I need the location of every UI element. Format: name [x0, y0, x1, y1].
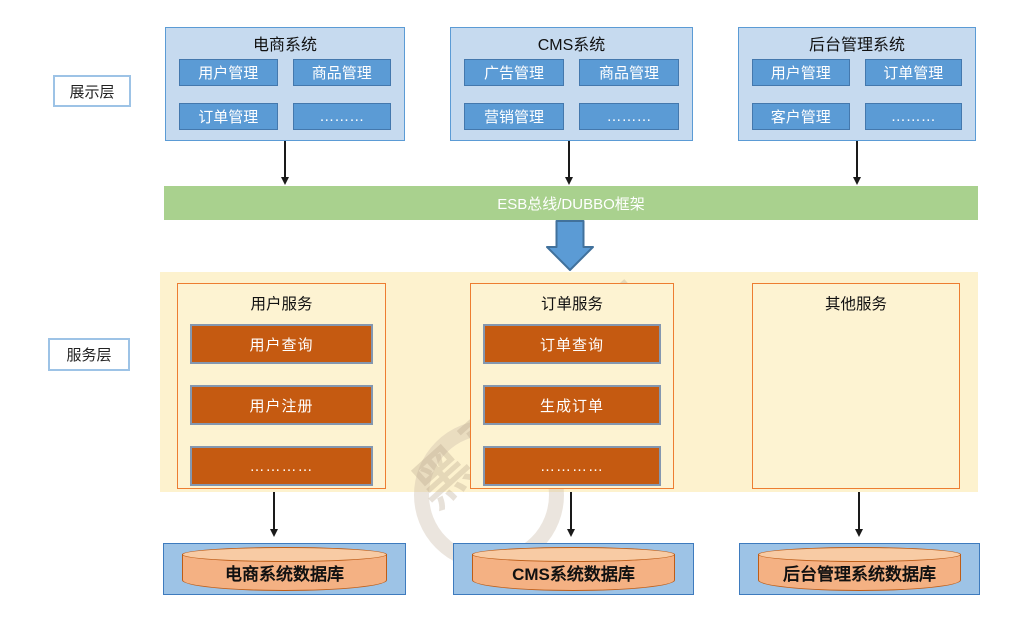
- service-title: 其他服务: [824, 296, 887, 313]
- module-chip: 广告管理: [464, 59, 564, 86]
- service-title: 用户服务: [250, 296, 313, 313]
- service-title: 订单服务: [540, 296, 603, 313]
- module-chip: 订单管理: [864, 59, 962, 86]
- module-grid: 广告管理 商品管理 营销管理 ………: [451, 55, 692, 130]
- arrow-head-icon: [855, 529, 863, 537]
- module-chip: 订单管理: [179, 103, 278, 130]
- service-item: 用户注册: [190, 385, 373, 425]
- arrow-line: [284, 141, 286, 177]
- down-arrow: [852, 141, 862, 185]
- arrow-line: [856, 141, 858, 177]
- cylinder-top: [182, 547, 387, 562]
- system-box-cms: CMS系统 广告管理 商品管理 营销管理 ………: [450, 27, 693, 141]
- database-label: 电商系统数据库: [225, 565, 344, 584]
- system-box-admin: 后台管理系统 用户管理 订单管理 客户管理 ………: [738, 27, 976, 141]
- arrow-head-icon: [567, 529, 575, 537]
- service-item: 用户查询: [190, 324, 373, 364]
- database-cylinder-icon: CMS系统数据库: [471, 547, 676, 591]
- arrow-line: [273, 492, 275, 529]
- database-cylinder-icon: 后台管理系统数据库: [757, 547, 962, 591]
- down-arrow: [280, 141, 290, 185]
- service-item-list: 用户查询 用户注册 …………: [178, 324, 385, 486]
- service-item-more: …………: [190, 446, 373, 486]
- module-chip: 客户管理: [752, 103, 850, 130]
- service-item: 订单查询: [483, 324, 661, 364]
- arrow-line: [858, 492, 860, 529]
- cylinder-top: [471, 547, 676, 562]
- module-chip-more: ………: [579, 103, 679, 130]
- module-chip: 用户管理: [179, 59, 278, 86]
- module-chip: 商品管理: [579, 59, 679, 86]
- arrow-head-icon: [853, 177, 861, 185]
- system-title: CMS系统: [537, 37, 606, 54]
- system-box-ecommerce: 电商系统 用户管理 商品管理 订单管理 ………: [165, 27, 405, 141]
- module-chip: 用户管理: [752, 59, 850, 86]
- arrow-head-icon: [270, 529, 278, 537]
- arrow-line: [568, 141, 570, 177]
- service-box-other: 其他服务: [752, 283, 960, 489]
- database-cms: CMS系统数据库: [453, 543, 694, 595]
- presentation-layer-label: 展示层: [53, 75, 131, 107]
- module-grid: 用户管理 商品管理 订单管理 ………: [166, 55, 404, 130]
- service-item: 生成订单: [483, 385, 661, 425]
- service-layer-label: 服务层: [48, 338, 130, 371]
- service-item-more: …………: [483, 446, 661, 486]
- module-chip-more: ………: [864, 103, 962, 130]
- arrow-head-icon: [565, 177, 573, 185]
- module-grid: 用户管理 订单管理 客户管理 ………: [739, 55, 975, 130]
- esb-bus-bar: ESB总线/DUBBO框架: [164, 186, 978, 220]
- service-box-order: 订单服务 订单查询 生成订单 …………: [470, 283, 674, 489]
- down-arrow: [564, 141, 574, 185]
- system-title: 电商系统: [252, 37, 317, 54]
- big-down-arrow-icon: [546, 220, 594, 271]
- arrow-line: [570, 492, 572, 529]
- cylinder-body: [757, 554, 962, 591]
- down-arrow: [269, 492, 279, 537]
- database-cylinder-icon: 电商系统数据库: [182, 547, 387, 591]
- down-arrow: [854, 492, 864, 537]
- cylinder-top: [757, 547, 962, 562]
- database-admin: 后台管理系统数据库: [739, 543, 980, 595]
- module-chip-more: ………: [292, 103, 391, 130]
- service-box-user: 用户服务 用户查询 用户注册 …………: [177, 283, 386, 489]
- down-arrow: [566, 492, 576, 537]
- system-title: 后台管理系统: [808, 37, 905, 54]
- arrow-head-icon: [281, 177, 289, 185]
- database-label: 后台管理系统数据库: [782, 565, 936, 584]
- module-chip: 营销管理: [464, 103, 564, 130]
- database-label: CMS系统数据库: [512, 565, 635, 584]
- service-item-list: 订单查询 生成订单 …………: [471, 324, 673, 486]
- database-ecommerce: 电商系统数据库: [163, 543, 406, 595]
- module-chip: 商品管理: [292, 59, 391, 86]
